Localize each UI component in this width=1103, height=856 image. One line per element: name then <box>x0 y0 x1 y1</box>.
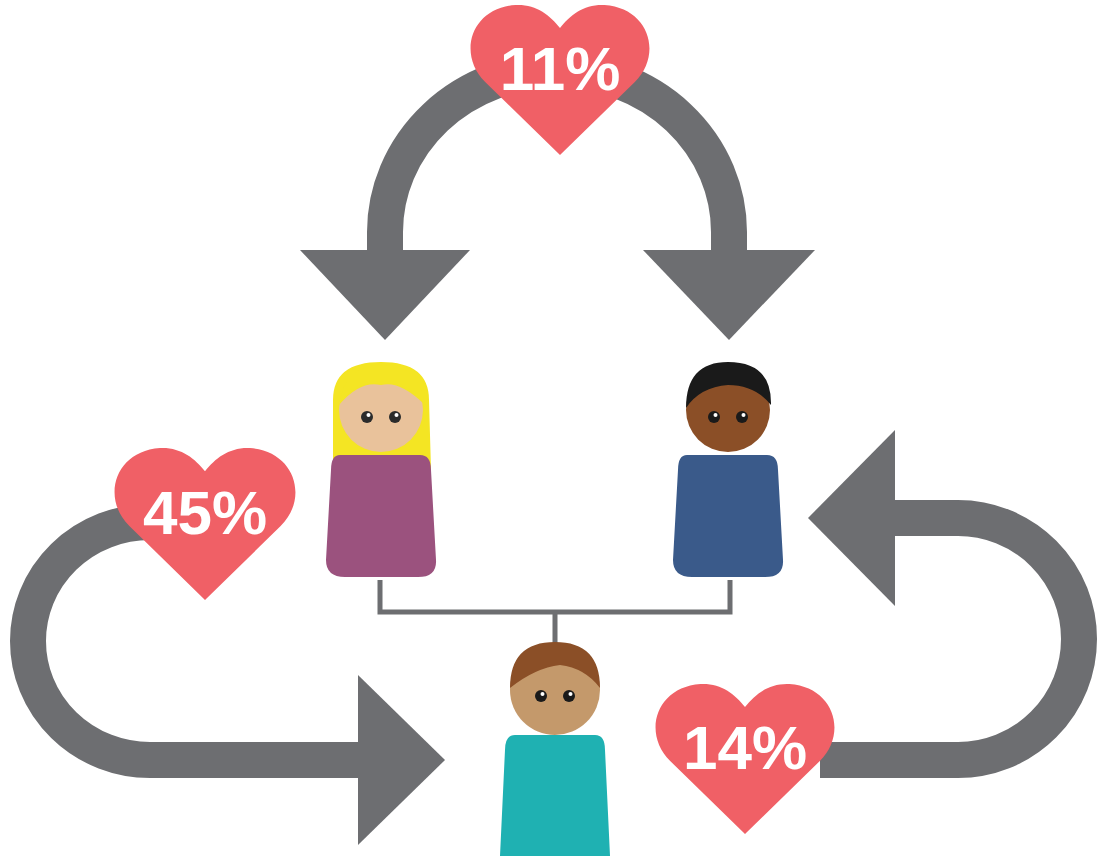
percentage: 11% <box>469 38 651 100</box>
arrow-head <box>358 675 445 845</box>
father-figure <box>673 362 783 577</box>
heart-badge: 45% <box>113 443 297 601</box>
mother-figure <box>326 362 436 577</box>
arrow-head <box>643 250 815 340</box>
percentage: 45% <box>113 482 297 544</box>
child-figure <box>500 642 610 856</box>
percentage: 14% <box>654 717 836 779</box>
family-bracket <box>380 580 730 645</box>
arrow-head <box>300 250 470 340</box>
arrow-lines <box>28 70 1079 760</box>
heart-badge: 14% <box>654 679 836 835</box>
heart-badge: 11% <box>469 0 651 156</box>
arrow-head <box>808 430 895 606</box>
